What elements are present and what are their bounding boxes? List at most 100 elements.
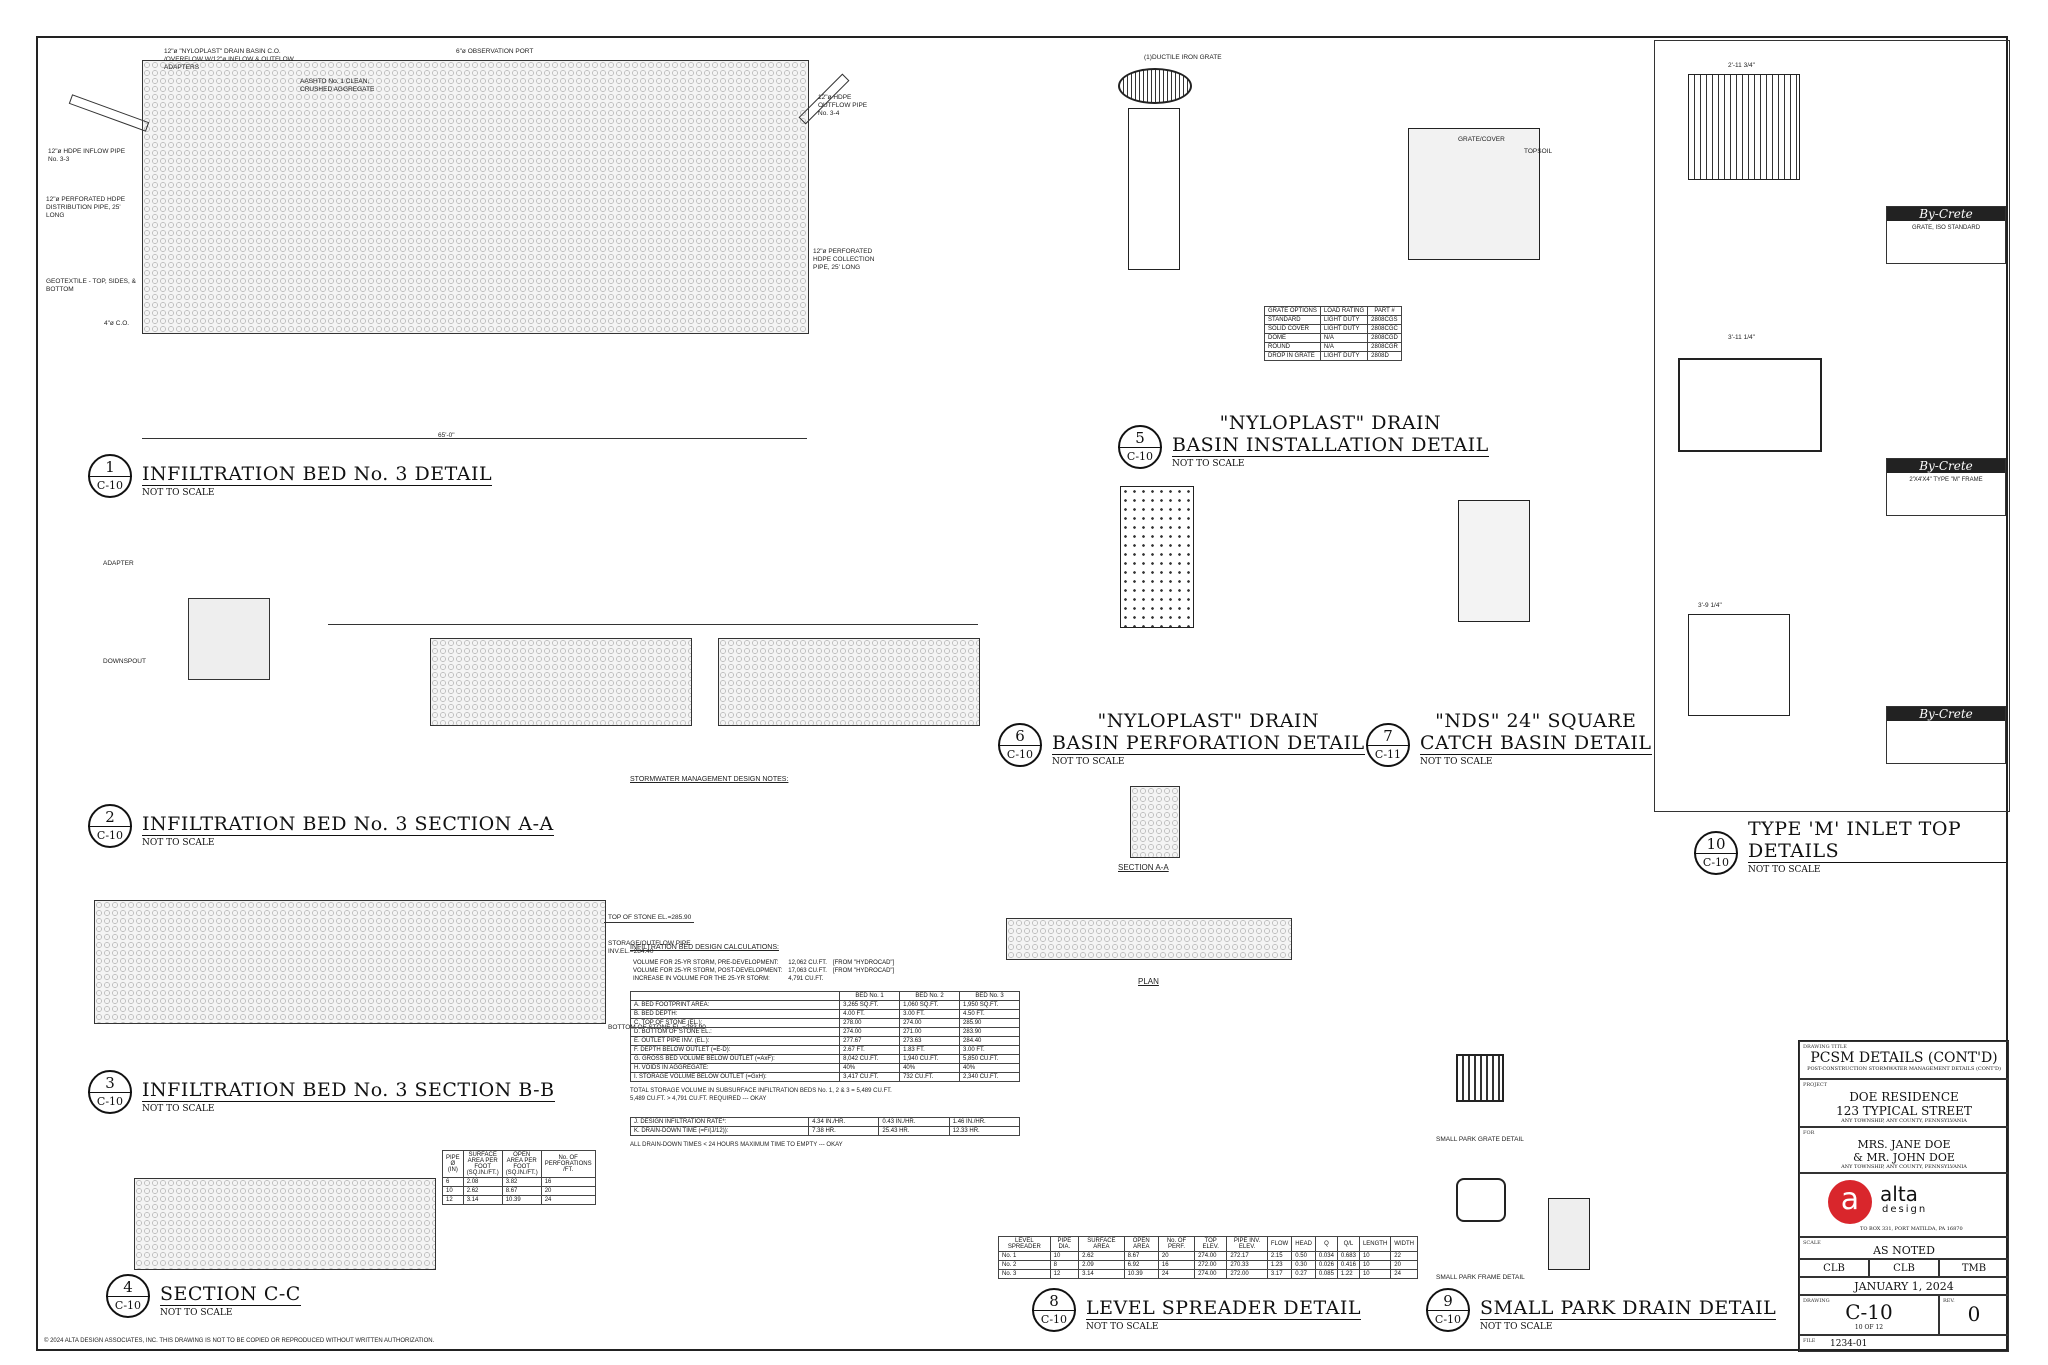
tb-initials-3: TMB — [1939, 1259, 2009, 1277]
tb-initials-2: CLB — [1869, 1259, 1939, 1277]
section-aa-left — [188, 598, 270, 680]
firm-name: alta — [1880, 1182, 1918, 1206]
tb-drawing-no: DRAWING C-10 10 OF 12 — [1799, 1295, 1939, 1335]
detail-title-text: "NDS" 24" SQUARE CATCH BASIN DETAIL — [1420, 710, 1652, 755]
label-hdpe-inflow: 12"ø HDPE INFLOW PIPE No. 3-3 — [48, 148, 126, 163]
label-grate-cover: GRATE/COVER — [1458, 136, 1505, 143]
detail-title-text: SECTION C-C — [160, 1283, 301, 1306]
pipe-inflow — [68, 94, 150, 132]
label-adapter: ADAPTER — [103, 560, 134, 567]
title-block: DRAWING TITLE PCSM DETAILS (CONT'D) POST… — [1798, 1040, 2009, 1352]
grade-line — [328, 624, 978, 625]
label-ductile-grate: (1)DUCTILE IRON GRATE — [1144, 54, 1222, 61]
tb-firm: a alta design TO BOX 331, PORT MATILDA, … — [1799, 1173, 2009, 1237]
detail-scale: NOT TO SCALE — [1480, 1322, 1553, 1332]
infiltration-title: INFILTRATION BED DESIGN CALCULATIONS: — [630, 943, 779, 951]
tb-rev: REV. 0 — [1939, 1295, 2009, 1335]
label-outlet-inv: STORAGE/OUTFLOW PIPE INV.EL.=284.40 — [608, 940, 691, 955]
infiltration-bed-plan — [142, 60, 809, 334]
label-collection: 12"ø PERFORATED HDPE COLLECTION PIPE, 25… — [813, 248, 875, 271]
dimension-line — [142, 438, 807, 439]
tb-drawing-title: DRAWING TITLE PCSM DETAILS (CONT'D) POST… — [1799, 1041, 2009, 1079]
detail-title-text: "NYLOPLAST" DRAIN BASIN INSTALLATION DET… — [1172, 412, 1489, 457]
label-topsoil: TOPSOIL — [1524, 148, 1553, 155]
type-m-grate — [1688, 74, 1800, 180]
label-small-frame: SMALL PARK FRAME DETAIL — [1436, 1274, 1525, 1281]
detail-title-text: TYPE 'M' INLET TOP DETAILS — [1748, 818, 2006, 863]
firm-sub: design — [1882, 1204, 1928, 1215]
label-plan: PLAN — [1138, 977, 1159, 986]
small-frame-drawing — [1456, 1178, 1506, 1222]
copyright-line: © 2024 ALTA DESIGN ASSOCIATES, INC. THIS… — [44, 1338, 435, 1344]
detail-scale: NOT TO SCALE — [1086, 1322, 1159, 1332]
type-m-conversion — [1688, 614, 1790, 716]
tb-scale: SCALE AS NOTED — [1799, 1237, 2009, 1259]
label-drain-basin: 12"ø "NYLOPLAST" DRAIN BASIN C.O. /OVERF… — [164, 48, 294, 71]
drawing-sheet: 12"ø HDPE INFLOW PIPE No. 3-3 12"ø PERFO… — [36, 36, 2010, 1352]
detail-scale: NOT TO SCALE — [142, 838, 215, 848]
tb-project: PROJECT DOE RESIDENCE 123 TYPICAL STREET… — [1799, 1079, 2009, 1127]
label-top-stone: TOP OF STONE EL.=285.90 — [608, 914, 692, 921]
detail-title-text: SMALL PARK DRAIN DETAIL — [1480, 1297, 1777, 1320]
label-downspout: DOWNSPOUT — [103, 658, 146, 665]
detail-scale: NOT TO SCALE — [1748, 865, 1821, 875]
section-aa-bed-2 — [718, 638, 980, 726]
bycrete-stamp-1: By-Crete GRATE, ISO STANDARD — [1886, 206, 2006, 264]
storage-check: 5,489 CU.FT. > 4,791 CU.FT. REQUIRED ---… — [630, 1095, 767, 1102]
volume-table: VOLUME FOR 25-YR STORM, PRE-DEVELOPMENT:… — [633, 960, 895, 982]
label-observation: 6"ø OBSERVATION PORT — [456, 48, 534, 55]
bycrete-caption: 2'X4'X4" TYPE "M" FRAME — [1909, 477, 1983, 483]
detail-title-text: INFILTRATION BED No. 3 SECTION B-B — [142, 1079, 555, 1102]
tb-date: JANUARY 1, 2024 — [1799, 1277, 2009, 1295]
spreader-plan — [1006, 918, 1292, 960]
tb-initials-1: CLB — [1799, 1259, 1869, 1277]
tb-file: FILE 1234-01 — [1799, 1335, 2009, 1352]
bycrete-stamp-2: By-Crete 2'X4'X4" TYPE "M" FRAME — [1886, 458, 2006, 516]
bycrete-logo: By-Crete — [1887, 707, 2005, 721]
detail-scale: NOT TO SCALE — [160, 1308, 233, 1318]
label-dim-bed: 65'-0" — [438, 432, 455, 439]
detail-title-text: INFILTRATION BED No. 3 DETAIL — [142, 463, 493, 486]
catch-basin — [1458, 500, 1530, 622]
type-m-panel — [1654, 40, 2010, 812]
drawdown-table: J. DESIGN INFILTRATION RATE*:4.34 IN./HR… — [629, 1117, 1021, 1136]
detail-title-text: LEVEL SPREADER DETAIL — [1086, 1297, 1361, 1320]
bycrete-logo: By-Crete — [1887, 459, 2005, 473]
spreader-section — [1130, 786, 1180, 858]
perforation-table: PIPE Ø (IN)SURFACE AREA PER FOOT (SQ.IN.… — [442, 1150, 596, 1205]
park-drain-section — [1548, 1198, 1590, 1270]
section-bb-bed — [94, 900, 606, 1024]
label-section-aa: SECTION A-A — [1118, 863, 1169, 872]
drain-basin-body — [1128, 108, 1180, 270]
drawdown-check: ALL DRAIN-DOWN TIMES < 24 HOURS MAXIMUM … — [630, 1142, 843, 1148]
label-small-grate: SMALL PARK GRATE DETAIL — [1436, 1136, 1524, 1143]
detail-scale: NOT TO SCALE — [142, 488, 215, 498]
detail-scale: NOT TO SCALE — [1420, 757, 1493, 767]
stone-line — [604, 922, 694, 923]
label-dim-3: 3'-9 1/4" — [1698, 602, 1722, 609]
label-distribution: 12"ø PERFORATED HDPE DISTRIBUTION PIPE, … — [46, 196, 126, 219]
detail-scale: NOT TO SCALE — [1172, 459, 1245, 469]
